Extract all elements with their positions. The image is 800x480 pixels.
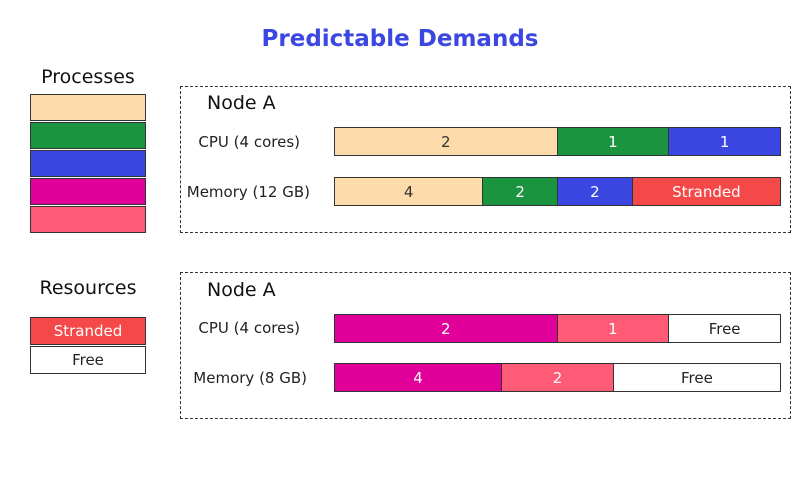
node-2-cpu-label: CPU (4 cores) <box>198 319 300 337</box>
bar-segment-1: 4 <box>334 363 503 392</box>
node-1-cpu-label: CPU (4 cores) <box>198 133 300 151</box>
bar-segment-2: 2 <box>482 177 558 206</box>
process-swatch-3 <box>30 150 146 177</box>
node-a-box-1 <box>180 86 791 233</box>
legend-stranded: Stranded <box>30 317 146 345</box>
legend-free: Free <box>30 346 146 374</box>
bar-segment-2: 1 <box>556 127 670 156</box>
resources-heading: Resources <box>39 277 137 299</box>
process-swatch-2 <box>30 122 146 149</box>
bar-segment-2: 2 <box>501 363 614 392</box>
bar-segment-1: 2 <box>334 314 558 343</box>
node-2-memory-label: Memory (8 GB) <box>193 369 307 387</box>
node-a-box-2 <box>180 272 791 419</box>
bar-segment-2: 1 <box>556 314 670 343</box>
page-title: Predictable Demands <box>261 26 539 52</box>
bar-segment-4: Stranded <box>631 177 781 206</box>
bar-segment-1: 4 <box>334 177 484 206</box>
node-a-title-2: Node A <box>207 279 276 301</box>
bar-segment-3: Free <box>612 363 781 392</box>
bar-segment-3: Free <box>668 314 781 343</box>
node-1-memory-label: Memory (12 GB) <box>186 183 310 201</box>
bar-segment-1: 2 <box>334 127 558 156</box>
bar-segment-3: 2 <box>557 177 633 206</box>
processes-heading: Processes <box>41 66 135 88</box>
node-a-title-1: Node A <box>207 92 276 114</box>
bar-segment-3: 1 <box>668 127 781 156</box>
process-swatch-1 <box>30 94 146 121</box>
process-swatch-4 <box>30 178 146 205</box>
process-swatch-5 <box>30 206 146 233</box>
